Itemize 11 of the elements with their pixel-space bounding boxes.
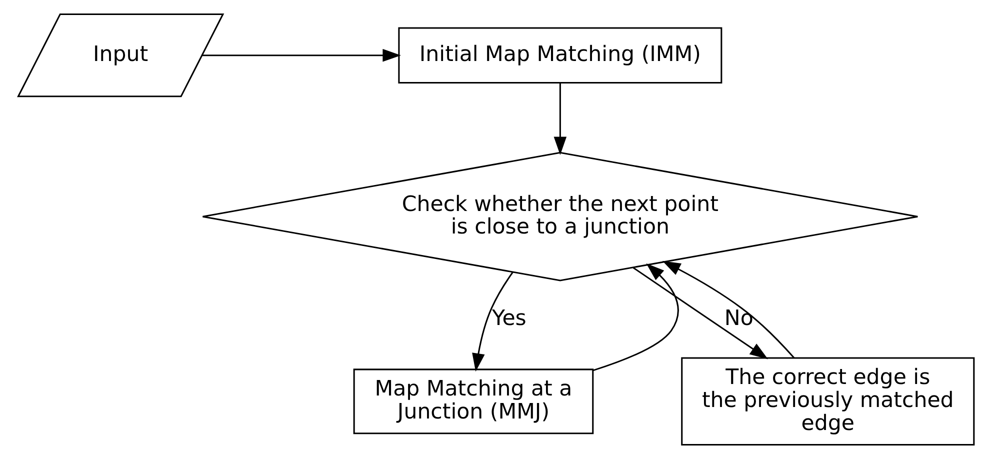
arrow bbox=[472, 272, 513, 372]
node-box: Map Matching at a Junction (MMJ) bbox=[352, 368, 594, 434]
arrow bbox=[632, 267, 768, 360]
node-box: Initial Map Matching (IMM) bbox=[398, 27, 722, 84]
arrow bbox=[662, 260, 794, 358]
edge-label: Yes bbox=[492, 306, 526, 331]
node-box: The correct edge is the previously matched edge bbox=[680, 357, 974, 446]
arrow bbox=[202, 48, 400, 62]
edge-label: No bbox=[724, 306, 753, 331]
arrow bbox=[592, 263, 678, 372]
arrow bbox=[553, 82, 566, 155]
